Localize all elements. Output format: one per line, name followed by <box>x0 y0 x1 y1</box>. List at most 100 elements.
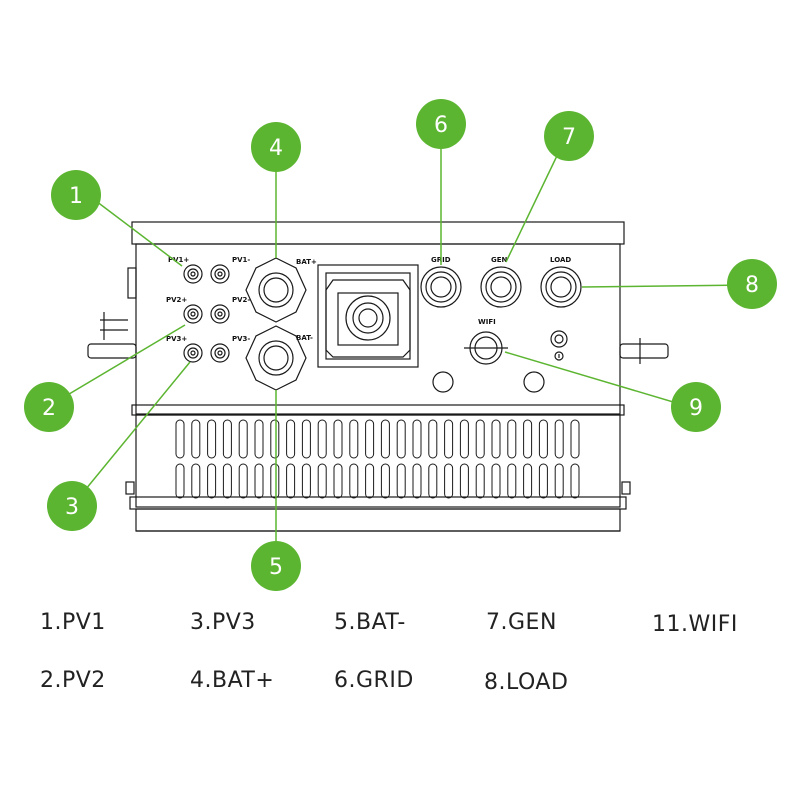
vent-slot <box>191 463 201 499</box>
vent-slot <box>444 463 454 499</box>
vent-slot <box>428 419 438 459</box>
vent-slot <box>570 419 580 459</box>
legend-item: 11.WIFI <box>652 612 738 637</box>
badge-9: 9 <box>671 382 721 432</box>
legend-item: 4.BAT+ <box>190 668 275 693</box>
svg-text:7: 7 <box>562 125 576 150</box>
vent-slot <box>396 463 406 499</box>
svg-text:6: 6 <box>434 113 448 138</box>
vent-slot <box>538 463 548 499</box>
vent-slot <box>459 463 469 499</box>
vent-slot <box>254 419 264 459</box>
blank-plugs <box>432 371 545 393</box>
vent-slot <box>317 419 327 459</box>
leader-lines <box>48 125 751 560</box>
vent-slot <box>554 463 564 499</box>
vent-slot <box>238 419 248 459</box>
svg-text:3: 3 <box>65 495 79 520</box>
vent-slot <box>175 419 185 459</box>
vent-slot <box>554 419 564 459</box>
pv1-minus-connector <box>210 264 230 284</box>
vent-slot <box>412 419 422 459</box>
label-wifi: WIFI <box>478 318 496 326</box>
svg-text:2: 2 <box>42 396 56 421</box>
legend-item: 2.PV2 <box>40 668 106 693</box>
vent-grille <box>175 419 580 499</box>
inverter-diagram: PV1+ PV1- PV2+ PV2- PV3+ PV3- BAT+ BAT- <box>24 99 777 591</box>
cable-gland-box <box>317 264 419 368</box>
label-bat-plus: BAT+ <box>296 258 317 266</box>
vent-slot <box>507 463 517 499</box>
vent-slot <box>507 419 517 459</box>
vent-slot <box>459 419 469 459</box>
pv3-minus-connector <box>210 343 230 363</box>
vent-slot <box>491 419 501 459</box>
ac-glands <box>420 266 582 308</box>
svg-text:4: 4 <box>269 136 283 161</box>
legend-item: 1.PV1 <box>40 610 106 635</box>
badge-2: 2 <box>24 382 74 432</box>
pv2-plus-connector <box>183 304 203 324</box>
pv1-plus-connector <box>183 264 203 284</box>
vent-slot <box>523 419 533 459</box>
vent-slot <box>491 463 501 499</box>
vent-slot <box>380 419 390 459</box>
wifi-port <box>464 331 508 365</box>
label-load: LOAD <box>550 256 571 264</box>
label-pv2-minus: PV2- <box>232 296 250 304</box>
vent-slot <box>191 419 201 459</box>
load-gland <box>540 266 582 308</box>
vent-slot <box>270 419 280 459</box>
vent-slot <box>475 463 485 499</box>
pv3-plus-connector <box>183 343 203 363</box>
pv-connectors <box>183 264 230 363</box>
inverter-body <box>87 221 669 532</box>
vent-slot <box>270 463 280 499</box>
vent-slot <box>523 463 533 499</box>
badge-6: 6 <box>416 99 466 149</box>
svg-text:1: 1 <box>69 184 83 209</box>
vent-slot <box>207 419 217 459</box>
vent-slot <box>349 463 359 499</box>
vent-slot <box>349 419 359 459</box>
svg-text:5: 5 <box>269 555 283 580</box>
vent-slot <box>286 463 296 499</box>
legend-item: 7.GEN <box>486 610 557 635</box>
vent-slot <box>570 463 580 499</box>
battery-terminals <box>245 257 307 391</box>
vent-slot <box>175 463 185 499</box>
badge-3: 3 <box>47 481 97 531</box>
vent-slot <box>428 463 438 499</box>
badge-1: 1 <box>51 170 101 220</box>
legend-item: 8.LOAD <box>484 670 569 695</box>
label-pv3-plus: PV3+ <box>166 335 187 343</box>
label-pv3-minus: PV3- <box>232 335 250 343</box>
vent-slot <box>301 463 311 499</box>
vent-slot <box>365 419 375 459</box>
label-pv1-plus: PV1+ <box>168 256 189 264</box>
vent-slot <box>238 463 248 499</box>
vent-slot <box>333 419 343 459</box>
vent-slot <box>286 419 296 459</box>
vent-slot <box>444 419 454 459</box>
vent-slot <box>222 463 232 499</box>
grid-gland <box>420 266 462 308</box>
legend-item: 6.GRID <box>334 668 414 693</box>
label-gen: GEN <box>491 256 508 264</box>
vent-slot <box>365 463 375 499</box>
vent-slot <box>538 419 548 459</box>
vent-slot <box>333 463 343 499</box>
badges: 1 2 3 4 5 6 7 8 9 <box>24 99 777 591</box>
vent-slot <box>475 419 485 459</box>
vent-slot <box>380 463 390 499</box>
svg-text:8: 8 <box>745 273 759 298</box>
ground-terminal <box>550 330 568 361</box>
vent-slot <box>396 419 406 459</box>
vent-slot <box>301 419 311 459</box>
pv2-minus-connector <box>210 304 230 324</box>
badge-8: 8 <box>727 259 777 309</box>
badge-4: 4 <box>251 122 301 172</box>
legend-item: 3.PV3 <box>190 610 256 635</box>
legend-item: 5.BAT- <box>334 610 406 635</box>
vent-slot <box>412 463 422 499</box>
